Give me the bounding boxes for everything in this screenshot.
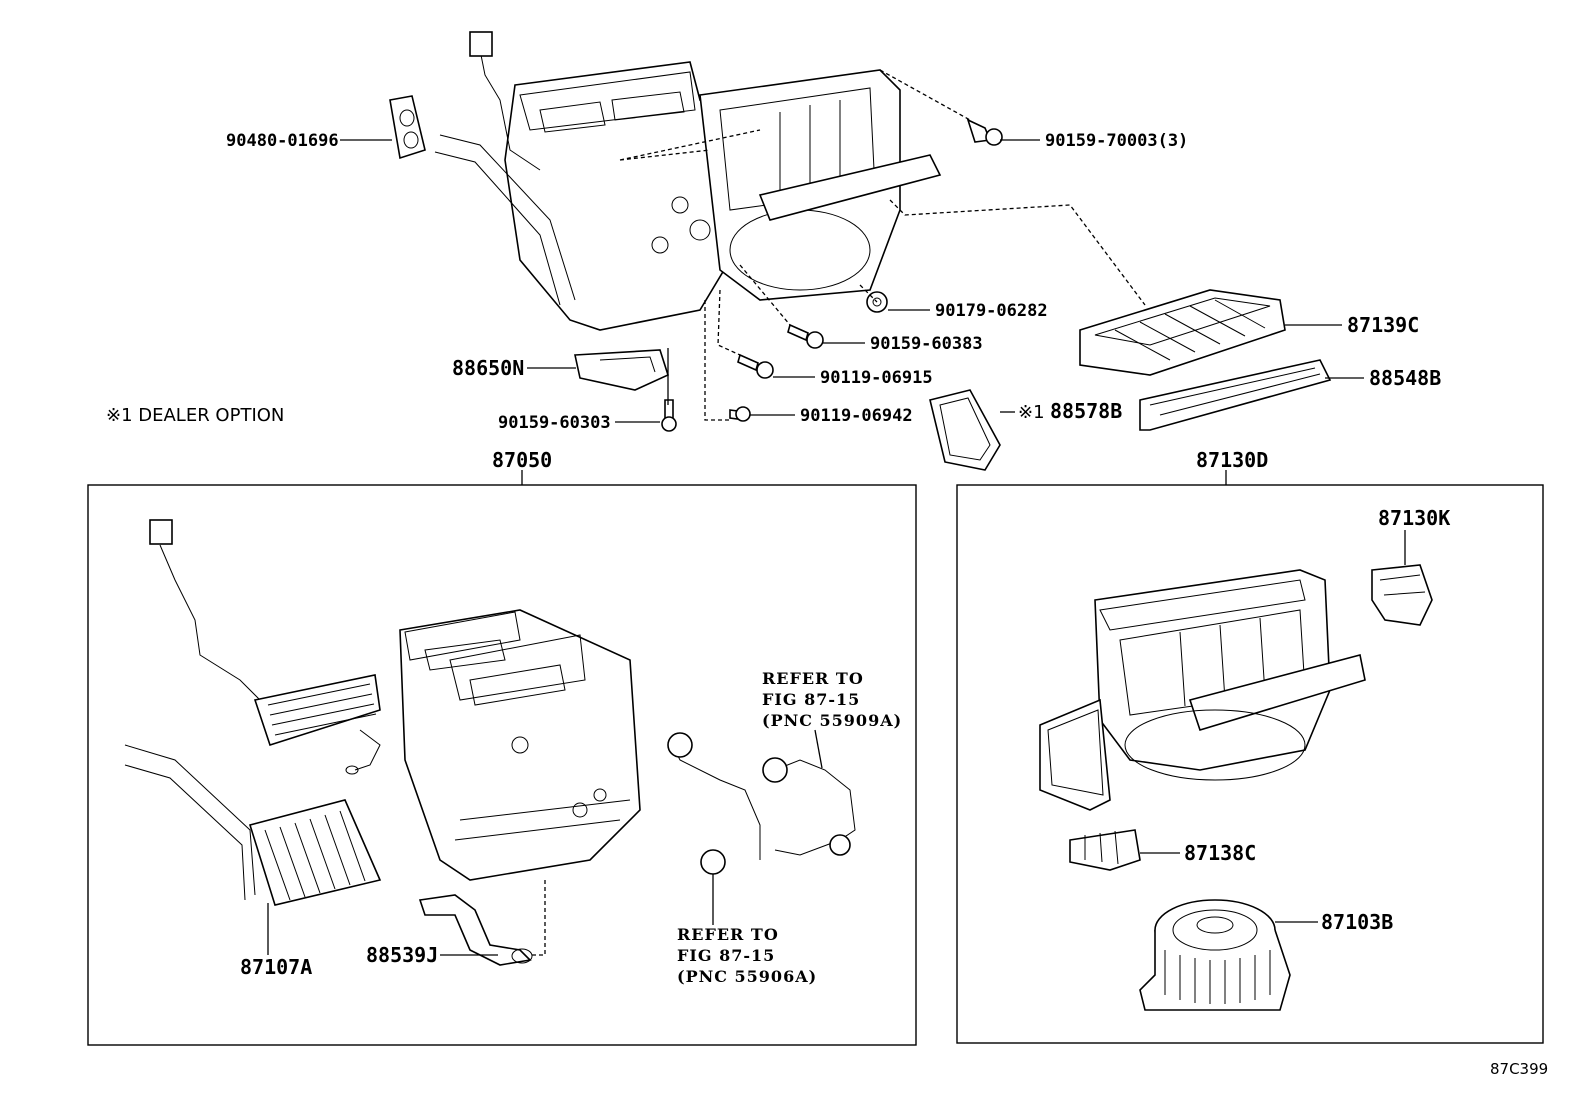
filter-cover-88548B: [1139, 359, 1332, 431]
label-90159-70003: 90159-70003(3): [1045, 131, 1188, 151]
dealer-option-note: ※1 DEALER OPTION: [106, 405, 284, 426]
blower-unit-87130D: [1039, 569, 1366, 811]
label-90159-60303: 90159-60303: [498, 413, 611, 433]
main-hvac-assembly: [389, 31, 942, 331]
ref1-line3: (PNC 55909A): [762, 711, 902, 730]
label-88650N: 88650N: [452, 356, 524, 380]
heater-core-small: [253, 674, 381, 775]
sensor-88650N: [574, 349, 669, 391]
filter-87139C: [1079, 289, 1286, 376]
label-88548B: 88548B: [1369, 366, 1441, 390]
label-90119-06942: 90119-06942: [800, 406, 913, 426]
ref2-line1: REFER TO: [677, 925, 779, 944]
label-90480-01696: 90480-01696: [226, 131, 339, 151]
ref1-line1: REFER TO: [762, 669, 864, 688]
bolt-90159-60383: [787, 323, 824, 349]
ref1-line2: FIG 87-15: [762, 690, 860, 709]
label-87107A: 87107A: [240, 955, 312, 979]
box-87130D: [956, 484, 1544, 1044]
screw-90159-60303: [661, 399, 677, 432]
bolt-90159-70003: [966, 118, 1003, 146]
duct-88539J: [418, 894, 533, 966]
wire-harness: [149, 519, 261, 701]
label-87050: 87050: [492, 448, 552, 472]
ref2-line3: (PNC 55906A): [677, 967, 817, 986]
label-87139C: 87139C: [1347, 313, 1419, 337]
gasket-88578B: [929, 389, 1001, 471]
label-90179-06282: 90179-06282: [935, 301, 1048, 321]
label-87130D: 87130D: [1196, 448, 1268, 472]
label-87103B: 87103B: [1321, 910, 1393, 934]
heater-core-87107A: [124, 744, 382, 906]
label-90159-60383: 90159-60383: [870, 334, 983, 354]
blower-motor-87103B: [1139, 899, 1291, 1011]
servo-87130K: [1371, 564, 1433, 626]
harness-55909A: [667, 732, 856, 875]
bolt-90119-06942: [729, 406, 751, 422]
label-88578B: 88578B: [1050, 399, 1122, 423]
dealer-option-mark: ※1: [1018, 402, 1045, 423]
label-88539J: 88539J: [366, 943, 438, 967]
resistor-87138C: [1069, 829, 1141, 871]
figure-code: 87C399: [1490, 1060, 1548, 1078]
heater-unit-87050: [399, 609, 641, 881]
label-87130K: 87130K: [1378, 506, 1450, 530]
bolt-90119-06915: [737, 353, 774, 379]
box-87050: [87, 484, 917, 1046]
ref2-line2: FIG 87-15: [677, 946, 775, 965]
label-90119-06915: 90119-06915: [820, 368, 933, 388]
label-87138C: 87138C: [1184, 841, 1256, 865]
